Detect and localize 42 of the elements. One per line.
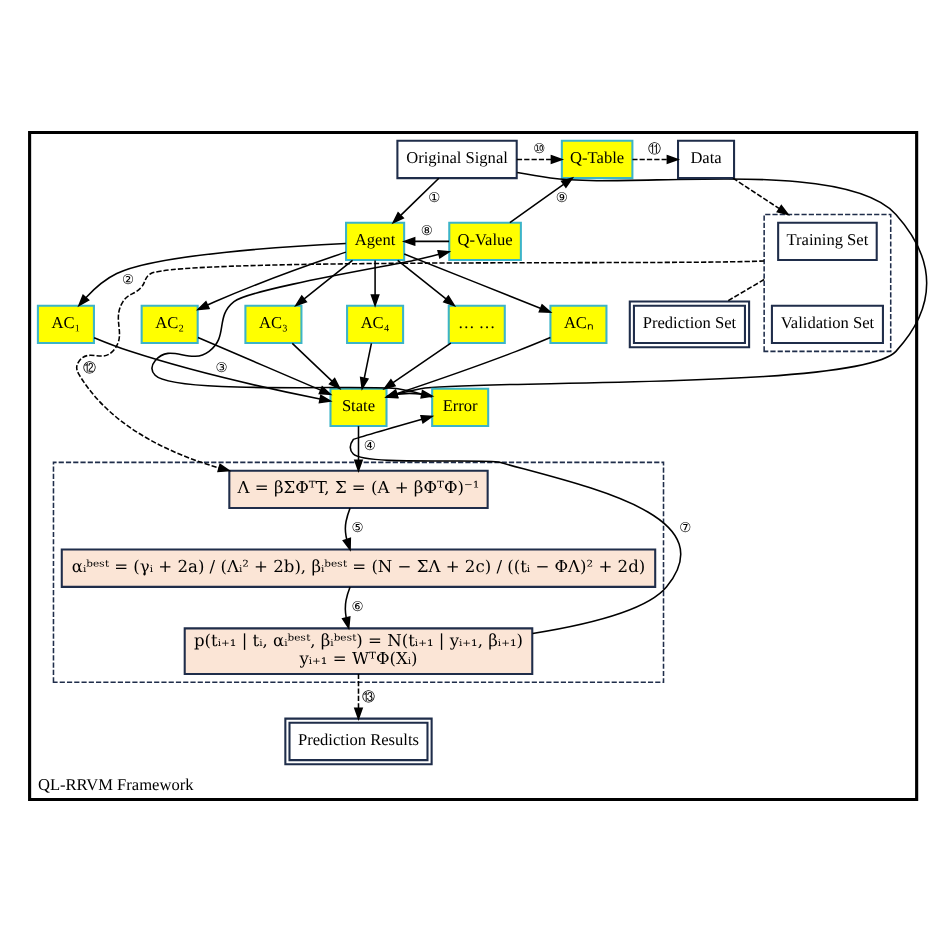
arrow bbox=[631, 153, 681, 164]
node-box: AC₄ bbox=[346, 303, 405, 344]
node-box: … … bbox=[447, 303, 506, 344]
node-box: AC₂ bbox=[140, 303, 199, 344]
arrow bbox=[396, 258, 457, 306]
node-box: Q-Table bbox=[560, 138, 634, 179]
node-box: Original Signal bbox=[396, 138, 518, 179]
arrow bbox=[197, 335, 333, 395]
node-box: ACₙ bbox=[549, 303, 608, 344]
arrow bbox=[509, 175, 575, 223]
arrow bbox=[359, 341, 373, 390]
arrow bbox=[341, 585, 351, 630]
node-box: State bbox=[329, 386, 388, 427]
node-box: Training Set bbox=[777, 220, 878, 261]
node-box: p(tᵢ₊₁ | tᵢ, αᵢᵇᵉˢᵗ, βᵢᵇᵉˢᵗ) = N(tᵢ₊₁ | yᵢ₊₁, βᵢ₊₁) yᵢ₊₁ = WᵀΦ(Xᵢ) bbox=[183, 626, 534, 675]
cluster bbox=[763, 212, 892, 352]
node-box: AC₃ bbox=[244, 303, 303, 344]
arrow bbox=[353, 672, 364, 720]
arrow bbox=[349, 413, 682, 634]
arrow bbox=[401, 235, 450, 246]
arrow bbox=[353, 424, 364, 472]
arrow bbox=[195, 250, 347, 310]
arrow bbox=[403, 252, 553, 313]
node-box: Error bbox=[431, 386, 490, 427]
node-box: Validation Set bbox=[770, 303, 884, 344]
arrow bbox=[93, 336, 333, 403]
arrow bbox=[75, 259, 765, 472]
node-box: αᵢᵇᵉˢᵗ = (γᵢ + 2a) / (Λᵢ² + 2b), βᵢᵇᵉˢᵗ = (N − ΣΛ + 2c) / ((tᵢ − ΦΛ)² + 2d) bbox=[60, 547, 657, 587]
node-box: Data bbox=[677, 138, 736, 179]
arrow bbox=[516, 153, 565, 164]
arrow bbox=[77, 241, 347, 307]
arrow bbox=[342, 506, 352, 551]
node-box: Q-Value bbox=[448, 220, 522, 261]
arrow bbox=[391, 176, 440, 224]
arrow bbox=[370, 258, 380, 307]
node-box: Λ = βΣΦᵀT, Σ = (A + βΦᵀΦ)⁻¹ bbox=[228, 468, 489, 509]
arrow bbox=[294, 258, 354, 306]
connector bbox=[726, 277, 765, 302]
node-box: AC₁ bbox=[36, 303, 95, 344]
arrow bbox=[291, 341, 342, 390]
node-box: Agent bbox=[345, 220, 406, 261]
arrow bbox=[732, 176, 790, 215]
